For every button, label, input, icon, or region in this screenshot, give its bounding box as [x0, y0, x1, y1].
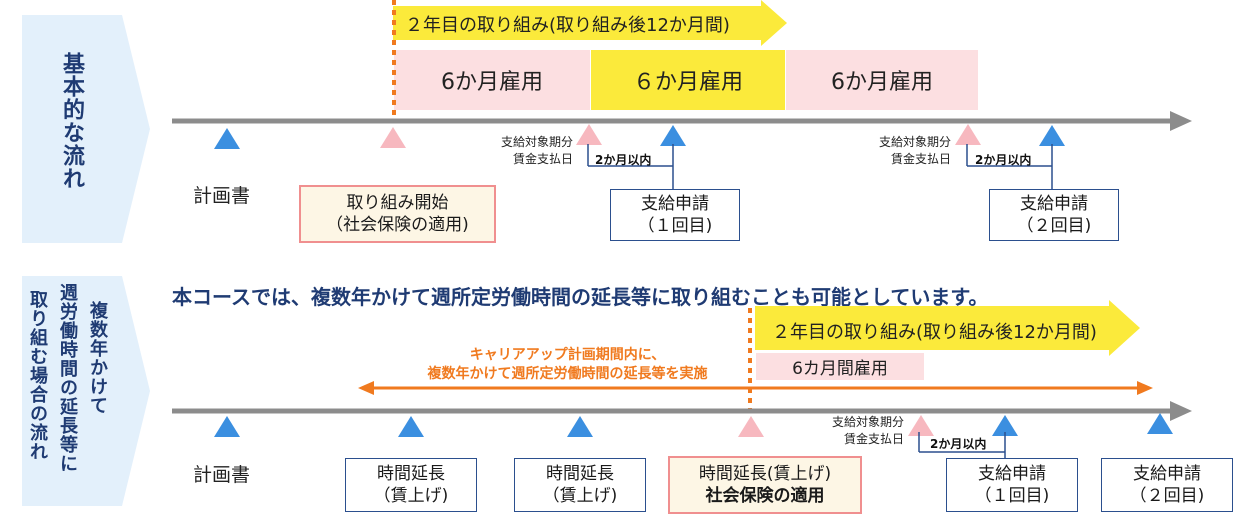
bottom-two-month-bracket [918, 432, 1006, 460]
top-block-2: ６か月雇用 [591, 50, 785, 110]
top-two-months-2: 2か月以内 [975, 153, 1032, 167]
bottom-marker-extend-2 [567, 416, 593, 437]
bottom-extend-box-3: 時間延長(賃上げ)社会保険の適用 [668, 456, 862, 514]
top-wage-label-2: 支給対象期分賃金支払日 [878, 135, 951, 166]
bottom-headline: 本コースでは、複数年かけて週所定労働時間の延長等に取り組むことも可能としています… [172, 285, 989, 309]
top-marker-wage-1 [576, 124, 602, 145]
top-wage-label-1: 支給対象期分賃金支払日 [500, 135, 573, 166]
bottom-wage-label: 支給対象期分賃金支払日 [831, 415, 904, 446]
top-side-tab [22, 15, 122, 243]
top-two-months-1: 2か月以内 [595, 153, 652, 167]
top-side-tab-arrow [122, 15, 150, 243]
bottom-plan-label: 計画書 [193, 464, 251, 486]
bottom-year2-arrow [755, 300, 1140, 356]
top-two-month-bracket-2 [966, 144, 1053, 190]
bottom-marker-start [738, 416, 764, 437]
bottom-apply-box-1: 支給申請（１回目) [946, 458, 1078, 512]
bottom-marker-plan [214, 416, 240, 437]
top-marker-apply-2 [1039, 125, 1065, 146]
bottom-side-label-col2: 複数年かけて [87, 301, 108, 415]
top-block-3: 6か月雇用 [786, 50, 978, 110]
bottom-orange-note: キャリアアップ計画期間内に、複数年かけて週所定労働時間の延長等を実施 [427, 347, 708, 382]
top-year2-arrow [393, 0, 787, 46]
bottom-orange-double-arrow [358, 381, 1153, 395]
bottom-apply-box-2: 支給申請（２回目) [1101, 458, 1233, 512]
top-two-month-bracket-1 [587, 144, 674, 190]
bottom-timeline [172, 401, 1192, 421]
top-timeline [172, 111, 1192, 131]
top-marker-start [380, 127, 406, 148]
top-side-label: 基本的な流れ [59, 52, 84, 190]
bottom-marker-apply-2 [1147, 413, 1173, 434]
bottom-marker-apply-1 [992, 415, 1018, 436]
bottom-side-label-col1: 週労働時間の延長等に [57, 283, 78, 473]
bottom-year2-label: ２年目の取り組み(取り組み後12か月間) [772, 322, 1097, 343]
bottom-side-tab [22, 276, 122, 506]
top-marker-apply-1 [660, 125, 686, 146]
bottom-extend-box-1: 時間延長（賃上げ) [345, 458, 477, 512]
bottom-extend-box-2: 時間延長（賃上げ) [514, 458, 646, 512]
top-block-1: 6か月雇用 [394, 50, 590, 110]
top-apply-box-2: 支給申請（２回目) [989, 189, 1119, 241]
bottom-side-label-col3: 取り組む場合の流れ [27, 290, 48, 461]
bottom-two-months: 2か月以内 [930, 437, 987, 451]
bottom-marker-extend-1 [398, 416, 424, 437]
top-year2-label: ２年目の取り組み(取り組み後12か月間) [405, 15, 730, 36]
top-plan-label: 計画書 [193, 185, 251, 207]
bottom-dashed-line [748, 308, 752, 416]
top-start-dashed-line [392, 0, 396, 120]
top-marker-plan [214, 128, 240, 149]
bottom-six-month: 6カ月間雇用 [756, 353, 924, 380]
bottom-marker-wage [908, 415, 934, 436]
top-marker-wage-2 [955, 124, 981, 145]
bottom-side-tab-arrow [122, 276, 150, 506]
top-apply-box-1: 支給申請（１回目) [610, 189, 740, 241]
top-start-box: 取り組み開始（社会保険の適用) [299, 185, 496, 243]
